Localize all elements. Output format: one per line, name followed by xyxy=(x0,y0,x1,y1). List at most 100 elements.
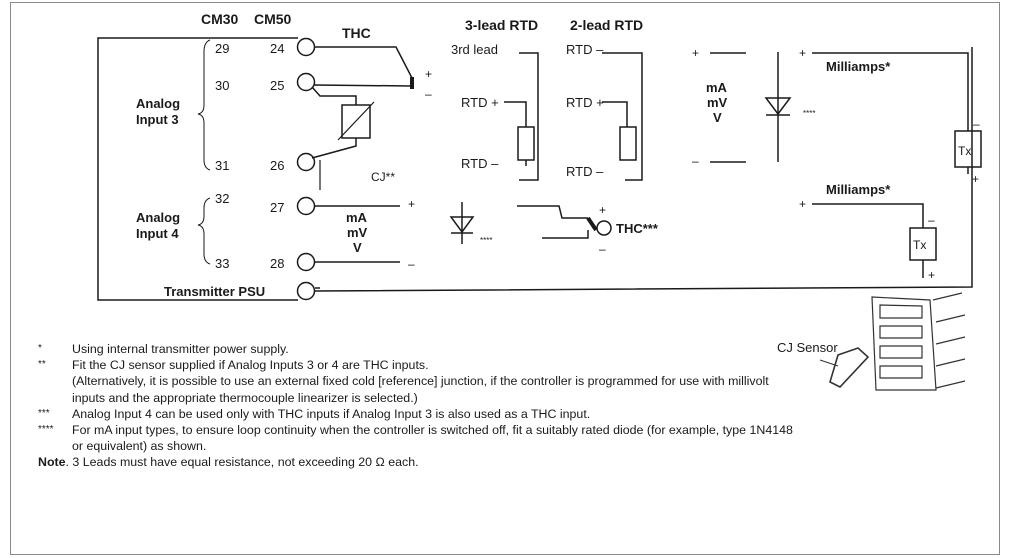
note-text: Fit the CJ sensor supplied if Analog Inp… xyxy=(72,358,429,373)
diode-lower xyxy=(449,216,475,234)
note-label: Note xyxy=(38,455,66,469)
brace-input-3 xyxy=(197,39,211,171)
note-mark xyxy=(38,373,72,405)
group-input4-line1: Analog xyxy=(136,210,180,225)
terminal-label-33: 33 xyxy=(215,256,229,271)
note-body: . 3 Leads must have equal resistance, no… xyxy=(65,455,419,469)
svg-text:mA: mA xyxy=(346,210,368,225)
brace-input-4 xyxy=(197,197,211,265)
header-thc: THC xyxy=(342,25,371,41)
milliamps-lower-wire xyxy=(812,203,924,228)
note-item: *** Analog Input 4 can be used only with… xyxy=(38,406,798,422)
svg-text:mV: mV xyxy=(347,225,368,240)
svg-text:V: V xyxy=(713,110,722,125)
milliamps-upper-label: Milliamps* xyxy=(826,59,891,74)
note-mark: *** xyxy=(38,407,50,419)
resistance-note: Note. 3 Leads must have equal resistance… xyxy=(38,455,419,469)
thc-plus-wire xyxy=(315,46,413,79)
note-item: ** Fit the CJ sensor supplied if Analog … xyxy=(38,357,798,373)
terminal-block-outline xyxy=(97,37,298,301)
terminal-25 xyxy=(296,72,316,92)
svg-text:+: + xyxy=(972,172,979,186)
header-rtd2: 2-lead RTD xyxy=(570,17,643,33)
rtd2-resistor xyxy=(619,126,637,161)
cj-label: CJ** xyxy=(371,170,395,184)
svg-text:–: – xyxy=(599,242,606,256)
cj-variable-arrow xyxy=(337,101,375,141)
ma-input3-wires xyxy=(710,52,746,163)
group-input3-line2: Input 3 xyxy=(136,112,179,127)
terminal-label-29: 29 xyxy=(215,41,229,56)
thc3-wires xyxy=(517,205,588,219)
terminal-label-24: 24 xyxy=(270,41,284,56)
svg-text:RTD +: RTD + xyxy=(461,95,499,110)
rtd3-outer xyxy=(519,52,539,181)
svg-text:+: + xyxy=(928,268,935,282)
terminal-psu xyxy=(296,281,316,301)
svg-text:–: – xyxy=(425,87,432,101)
svg-text:mV: mV xyxy=(707,95,728,110)
psu-line xyxy=(314,47,973,292)
tx-upper-label: Tx xyxy=(958,144,971,158)
terminal-label-30: 30 xyxy=(215,78,229,93)
svg-text:–: – xyxy=(928,213,935,227)
svg-text:RTD +: RTD + xyxy=(566,95,604,110)
diode-upper xyxy=(764,97,792,116)
terminal-26 xyxy=(296,152,316,172)
svg-text:+: + xyxy=(692,46,699,60)
rtd2-outer xyxy=(602,52,643,181)
svg-text:+: + xyxy=(799,197,806,211)
thc3-label: THC*** xyxy=(616,221,659,236)
cj-resistor xyxy=(341,104,371,139)
terminal-label-26: 26 xyxy=(270,158,284,173)
svg-text:****: **** xyxy=(803,109,815,118)
svg-text:+: + xyxy=(425,67,432,81)
header-cm50: CM50 xyxy=(254,11,292,27)
terminal-label-32: 32 xyxy=(215,191,229,206)
header-cm30: CM30 xyxy=(201,11,239,27)
header-rtd3: 3-lead RTD xyxy=(465,17,538,33)
third-lead-label: 3rd lead xyxy=(451,42,498,57)
terminal-28 xyxy=(296,252,316,272)
note-mark: **** xyxy=(38,424,54,436)
terminal-label-psu: Transmitter PSU xyxy=(164,284,265,299)
note-mark: ** xyxy=(38,359,46,371)
rtd3-resistor xyxy=(517,126,535,161)
note-text: Using internal transmitter power supply. xyxy=(72,342,289,356)
cj-wires xyxy=(311,86,357,159)
terminal-27 xyxy=(296,196,316,216)
terminal-label-27: 27 xyxy=(270,200,284,215)
terminal-label-31: 31 xyxy=(215,158,229,173)
terminal-24 xyxy=(296,37,316,57)
milliamps-lower-label: Milliamps* xyxy=(826,182,891,197)
svg-text:mA: mA xyxy=(706,80,728,95)
svg-text:****: **** xyxy=(480,236,492,245)
svg-text:+: + xyxy=(799,46,806,60)
svg-text:+: + xyxy=(599,203,606,217)
note-mark: * xyxy=(38,343,42,354)
svg-text:+: + xyxy=(408,197,415,211)
svg-text:–: – xyxy=(973,117,980,131)
group-input4-line2: Input 4 xyxy=(136,226,179,241)
cj-sensor-illustration xyxy=(819,292,966,391)
note-text: (Alternatively, it is possible to use an… xyxy=(72,374,769,405)
svg-text:RTD –: RTD – xyxy=(566,42,604,57)
group-input3-line1: Analog xyxy=(136,96,180,111)
tx-lower-label: Tx xyxy=(913,238,926,252)
notes-list: * Using internal transmitter power suppl… xyxy=(38,341,798,454)
svg-text:RTD –: RTD – xyxy=(461,156,499,171)
terminal-label-25: 25 xyxy=(270,78,284,93)
note-text: Analog Input 4 can be used only with THC… xyxy=(72,406,591,421)
svg-text:V: V xyxy=(353,240,362,255)
note-text: For mA input types, to ensure loop conti… xyxy=(72,423,793,454)
thc-minus-wire xyxy=(313,84,413,87)
svg-text:–: – xyxy=(692,154,699,168)
note-item: (Alternatively, it is possible to use an… xyxy=(38,373,798,405)
note-item: **** For mA input types, to ensure loop … xyxy=(38,422,798,454)
svg-text:–: – xyxy=(408,257,415,271)
page-frame xyxy=(10,2,1000,555)
thc3-terminal xyxy=(596,220,612,236)
svg-text:RTD –: RTD – xyxy=(566,164,604,179)
milliamps-upper-wire xyxy=(812,52,969,131)
